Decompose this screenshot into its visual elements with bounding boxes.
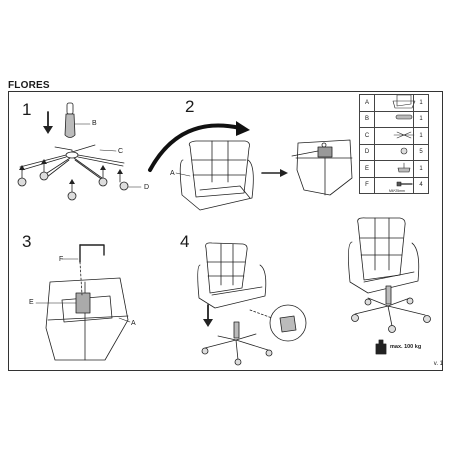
label-a-step3: A (131, 320, 136, 327)
star-base-icon (19, 144, 125, 182)
max-weight-label: max. 100 kg (390, 344, 422, 350)
part-letter: A (359, 94, 375, 112)
parts-table: A 1 B 1 C 1 D 5 E 1 F M6*25mm 4 (359, 94, 429, 194)
step-3-number: 3 (22, 232, 32, 251)
part-letter: D (359, 143, 375, 161)
parts-row: B 1 (359, 110, 429, 128)
parts-row: D 5 (359, 143, 429, 161)
step-4-drawing (197, 217, 431, 366)
part-qty: 1 (413, 160, 429, 178)
parts-row: C 1 (359, 127, 429, 145)
document-version: v. 1 (433, 361, 443, 367)
label-e: E (29, 299, 34, 306)
caster-icon (17, 159, 142, 201)
bolt-icon-cell: M6*25mm (374, 176, 414, 194)
step-4-number: 4 (180, 232, 190, 251)
caster-icon-cell (374, 143, 414, 161)
instruction-frame (8, 91, 443, 371)
step-1-number: 1 (22, 100, 32, 119)
label-d: D (144, 184, 150, 191)
label-f: F (59, 256, 64, 263)
seat-icon (175, 140, 254, 211)
mechanism-icon-cell (374, 160, 414, 178)
bolt-size-note: M6*25mm (389, 189, 405, 193)
part-letter: E (359, 160, 375, 178)
part-letter: C (359, 127, 375, 145)
step-2-number: 2 (185, 97, 195, 116)
part-qty: 1 (413, 94, 429, 112)
step-3-drawing (35, 244, 131, 361)
star-base-icon-cell (374, 127, 414, 145)
part-qty: 5 (413, 143, 429, 161)
part-qty: 1 (413, 110, 429, 128)
part-qty: 1 (413, 127, 429, 145)
document-title: FLORES (8, 80, 50, 91)
label-c: C (118, 148, 124, 155)
step-1-drawing (17, 102, 142, 201)
parts-row: E 1 (359, 160, 429, 178)
weight-icon (375, 339, 387, 355)
gas-lift-icon-cell (374, 110, 414, 128)
label-a-step2: A (170, 170, 175, 177)
part-letter: B (359, 110, 375, 128)
label-b: B (92, 120, 97, 127)
gas-lift-icon (64, 102, 91, 138)
parts-row: F M6*25mm 4 (359, 176, 429, 194)
seat-icon-cell (374, 94, 414, 112)
part-letter: F (359, 176, 375, 194)
parts-row: A 1 (359, 94, 429, 112)
step-2-drawing (148, 121, 353, 211)
part-qty: 4 (413, 176, 429, 194)
